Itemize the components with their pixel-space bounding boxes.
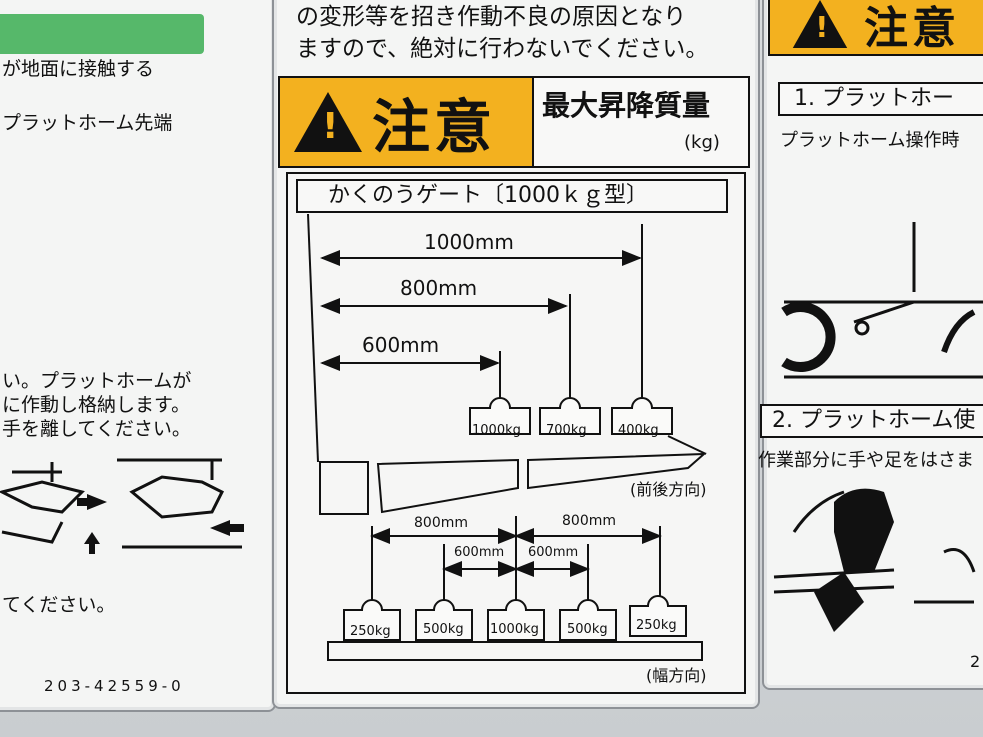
hand-icon bbox=[834, 488, 894, 572]
left-text-6: てください。 bbox=[2, 594, 116, 616]
label-width-800-right: 800mm bbox=[562, 513, 616, 529]
fb-weight-label-3: 400kg bbox=[618, 423, 659, 438]
max-load-header: 最大昇降質量 (kg) bbox=[532, 76, 750, 168]
step1-text: プラットホーム操作時 bbox=[780, 130, 960, 151]
left-text-1: が地面に接触する bbox=[2, 58, 155, 80]
pinch-burst-icon bbox=[814, 572, 864, 632]
w-weight-label-2: 500kg bbox=[423, 622, 464, 637]
warning-triangle-icon bbox=[294, 92, 362, 152]
platform-tip bbox=[667, 435, 707, 455]
mechanism-illustration bbox=[0, 458, 244, 554]
caution-word: 注意 bbox=[372, 93, 497, 161]
label-800mm: 800mm bbox=[400, 276, 478, 300]
step2-header: 2. プラットホーム使 bbox=[760, 404, 983, 438]
step1-title: 1. プラットホー bbox=[794, 86, 954, 111]
left-label-panel: が地面に接触する プラットホーム先端 い。プラットホームが に作動し格納します。… bbox=[0, 0, 276, 712]
right-illustrations bbox=[773, 222, 983, 632]
platform-block-2 bbox=[376, 458, 519, 514]
label-1000mm: 1000mm bbox=[424, 230, 514, 254]
reference-line bbox=[307, 213, 319, 463]
step1-header: 1. プラットホー bbox=[778, 82, 983, 116]
front-back-direction: (前後方向) bbox=[630, 480, 707, 499]
label-width-800-left: 800mm bbox=[414, 515, 468, 531]
width-platform-bar bbox=[327, 641, 703, 661]
max-load-unit: (kg) bbox=[684, 132, 720, 153]
fb-weight-label-1: 1000kg bbox=[472, 423, 521, 438]
w-weight-500-left bbox=[415, 599, 473, 641]
right-warning-triangle-icon bbox=[792, 0, 848, 48]
fb-weight-label-2: 700kg bbox=[546, 423, 587, 438]
green-band bbox=[0, 14, 204, 54]
w-weight-500-right bbox=[559, 599, 617, 641]
right-caution-word: 注意 bbox=[864, 3, 960, 54]
w-weight-250-right bbox=[629, 595, 687, 637]
right-label-panel: 注意 1. プラットホー プラットホーム操作時 bbox=[758, 0, 983, 690]
label-width-600-right: 600mm bbox=[528, 545, 579, 560]
width-direction: (幅方向) bbox=[646, 666, 707, 685]
max-load-title: 最大昇降質量 bbox=[542, 89, 711, 122]
left-text-5: 手を離してください。 bbox=[2, 418, 191, 440]
fb-weight-400 bbox=[611, 397, 673, 435]
part-number: 203-42559-0 bbox=[44, 677, 185, 695]
load-diagram bbox=[307, 213, 707, 661]
w-weight-label-3: 1000kg bbox=[490, 622, 539, 637]
label-width-600-left: 600mm bbox=[454, 545, 505, 560]
w-weight-label-5: 250kg bbox=[636, 618, 677, 633]
caution-banner: 注意 bbox=[278, 76, 536, 168]
gate-type-title: かくのうゲート〔1000ｋｇ型〕 bbox=[296, 179, 728, 213]
center-label-panel: の変形等を招き作動不良の原因となり ますので、絶対に行わないでください。 注意 … bbox=[272, 0, 760, 709]
top-warning-line-1: の変形等を招き作動不良の原因となり bbox=[296, 4, 687, 30]
w-weight-label-4: 500kg bbox=[567, 622, 608, 637]
fb-weight-700 bbox=[539, 397, 601, 435]
top-warning-line-2: ますので、絶対に行わないでください。 bbox=[296, 36, 709, 62]
label-600mm: 600mm bbox=[362, 333, 440, 357]
step2-title: 2. プラットホーム使 bbox=[772, 408, 976, 433]
w-weight-label-1: 250kg bbox=[350, 624, 391, 639]
platform-block-1 bbox=[319, 461, 369, 515]
right-corner-mark: 2 bbox=[970, 652, 981, 671]
w-weight-250-left bbox=[343, 599, 401, 641]
w-weight-1000 bbox=[487, 599, 545, 641]
right-caution-banner: 注意 bbox=[768, 0, 983, 56]
platform-block-3 bbox=[527, 452, 707, 490]
left-text-3: い。プラットホームが bbox=[2, 370, 192, 392]
left-text-2: プラットホーム先端 bbox=[2, 112, 173, 134]
left-text-4: に作動し格納します。 bbox=[2, 394, 191, 416]
step2-text: 作業部分に手や足をはさま bbox=[758, 450, 974, 471]
fb-weight-1000 bbox=[469, 397, 531, 435]
gate-type-text: かくのうゲート〔1000ｋｇ型〕 bbox=[328, 183, 648, 208]
